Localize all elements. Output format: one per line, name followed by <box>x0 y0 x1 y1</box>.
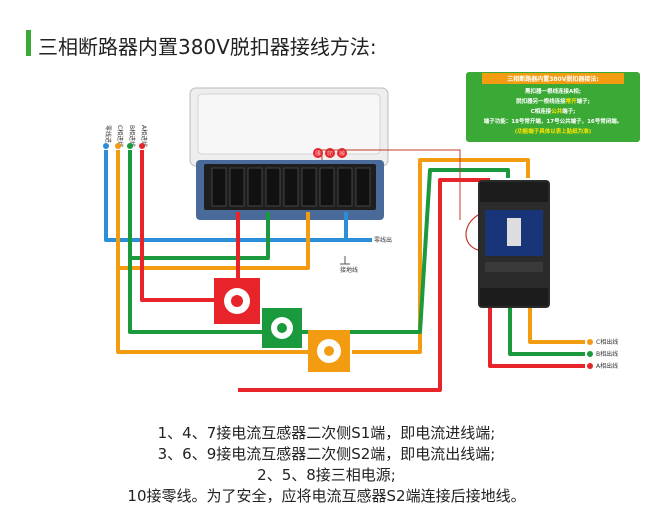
phase-c-out-label: C相出线 <box>596 338 618 346</box>
current-transformer-c <box>308 330 350 372</box>
wires <box>104 150 585 392</box>
output-labels: C相出线 B相出线 A相出线 <box>587 338 618 370</box>
current-transformer-a <box>214 278 260 324</box>
title-accent-bar <box>26 30 31 56</box>
terminal-18-label: ⑱ <box>315 150 321 158</box>
note-4: 10接零线。为了安全，应将电流互感器S2端连接后接地线。 <box>127 487 526 505</box>
energy-meter <box>189 87 389 220</box>
legend-line3: C相连接公共端子; <box>531 107 576 115</box>
neutral-in-label: 零线进 <box>104 125 112 143</box>
legend-title: 三相断路器内置380V脱扣器接法: <box>507 75 599 83</box>
legend-line2: 脱扣器另一根线连接常开端子; <box>516 97 590 105</box>
terminal-17-label: ⑰ <box>327 150 333 158</box>
meter-terminal-block <box>211 167 371 207</box>
phase-a-in-label: A相进线 <box>140 125 148 147</box>
phase-c-in-label: C相进线 <box>116 125 124 147</box>
input-wire-labels: 零线进 C相进线 B相进线 A相进线 <box>103 125 148 149</box>
legend-line4: 端子功能：18号常开端，17号公共端子，16号常闭端。 <box>484 117 622 125</box>
terminal-16-label: ⑯ <box>339 150 345 158</box>
legend-box: 三相断路器内置380V脱扣器接法: 黑扣器一根线连接A相; 脱扣器另一根线连接常… <box>466 72 640 142</box>
ground-symbol: 接地线 <box>340 256 358 274</box>
note-1: 1、4、7接电流互感器二次侧S1端，即电流进线端; <box>157 424 496 442</box>
legend-line5: (功能端子具体以表上贴纸为准) <box>515 127 592 135</box>
page-title: 三相断路器内置380V脱扣器接线方法: <box>38 35 377 59</box>
phase-b-in-label: B相进线 <box>128 125 136 147</box>
note-3: 2、5、8接三相电源; <box>257 466 396 484</box>
ground-label: 接地线 <box>340 266 358 274</box>
current-transformer-b <box>262 308 302 348</box>
note-2: 3、6、9接电流互感器二次侧S2端，即电流出线端; <box>157 445 496 463</box>
circuit-breaker <box>478 180 550 308</box>
phase-b-out-label: B相出线 <box>596 350 618 358</box>
phase-a-out-label: A相出线 <box>596 362 618 370</box>
neutral-out-label: 零线出 <box>374 236 392 244</box>
legend-line1: 黑扣器一根线连接A相; <box>525 87 581 95</box>
